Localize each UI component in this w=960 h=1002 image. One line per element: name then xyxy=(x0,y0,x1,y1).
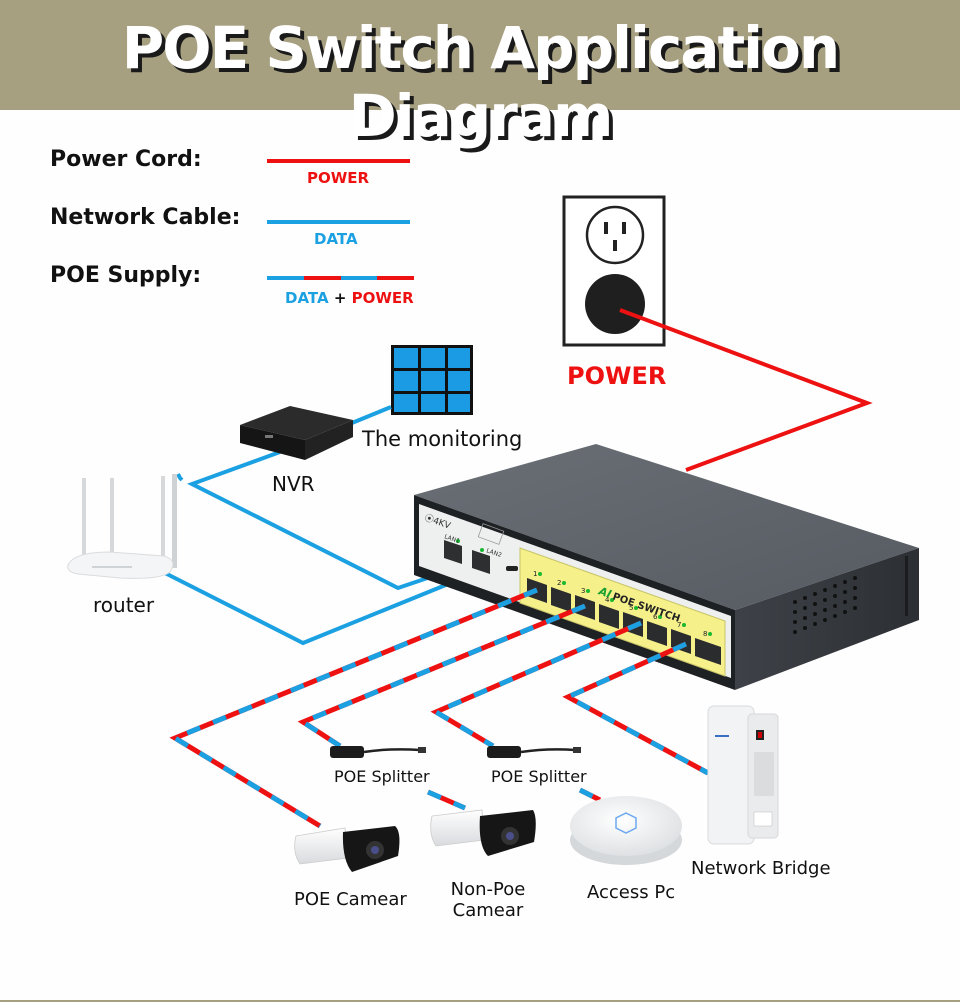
switch-lan2-label: LAN2 xyxy=(485,547,502,559)
access-point-icon xyxy=(570,796,682,865)
non-poe-camera-label-line2: Camear xyxy=(452,900,524,921)
poe-cable-splitter2-ap xyxy=(578,787,602,803)
poe-cable-port1-camera-data xyxy=(169,587,538,829)
monitor-label: The monitoring xyxy=(362,427,523,451)
port-number-6: 6 xyxy=(653,613,658,621)
poe-cable-port5-splitter2-power xyxy=(430,620,642,749)
switch-lan1-label: LAN1 xyxy=(443,533,460,545)
poe-cable-port5-splitter2 xyxy=(430,620,642,749)
switch-panel-prefix: AI xyxy=(596,584,613,601)
legend-poe-label: POE Supply: xyxy=(50,263,202,288)
outlet-power-caption: POWER xyxy=(567,362,667,390)
port-number-1: 1 xyxy=(533,570,537,578)
splitter-1-label: POE Splitter xyxy=(334,767,430,786)
nvr-device-icon xyxy=(240,406,353,460)
poe-cable-splitter1-camera-data xyxy=(427,789,466,811)
bottom-border xyxy=(0,1000,960,1002)
legend-data-caption: DATA xyxy=(314,230,358,248)
poe-camera-label: POE Camear xyxy=(294,889,407,910)
port-number-2: 2 xyxy=(557,579,561,587)
poe-splitter-2-icon xyxy=(487,746,581,758)
poe-cable-port3-splitter1 xyxy=(297,603,586,749)
port-number-7: 7 xyxy=(677,621,681,629)
legend-poe-caption: DATA + POWER xyxy=(285,289,414,307)
data-cable-router-lan2 xyxy=(162,565,491,646)
poe-cable-splitter2-ap-data xyxy=(578,787,602,803)
non-poe-camera-icon xyxy=(430,809,536,856)
splitter-2-label: POE Splitter xyxy=(491,767,587,786)
poe-cable-port1-camera-power xyxy=(169,587,538,829)
legend-power-label: Power Cord: xyxy=(50,147,202,172)
legend-poe-power: POWER xyxy=(351,289,414,307)
router-label: router xyxy=(93,593,155,617)
poe-cable-port1-camera xyxy=(169,587,538,829)
legend-power-caption: POWER xyxy=(307,169,370,187)
data-cable-monitor-nvr xyxy=(346,405,392,427)
title-banner: POE Switch Application Diagram xyxy=(0,0,960,150)
port-number-3: 3 xyxy=(581,587,585,595)
router-device-icon xyxy=(67,474,177,579)
non-poe-camera-label: Non-Poe Camear xyxy=(438,879,538,921)
network-bridge-icon xyxy=(707,705,779,845)
legend-poe-data: DATA xyxy=(285,289,329,307)
poe-cables xyxy=(169,587,710,829)
switch-port-numbers: 1 2 3 4 5 6 7 8 xyxy=(533,570,707,638)
poe-camera-icon xyxy=(294,826,400,872)
nvr-label: NVR xyxy=(272,472,315,496)
legend-data-label: Network Cable: xyxy=(50,205,241,230)
legend-poe-plus: + xyxy=(333,289,347,307)
poe-cable-port7-bridge xyxy=(562,641,710,776)
non-poe-camera-label-line1: Non-Poe xyxy=(450,879,526,900)
poe-cable-port3-splitter1-power xyxy=(297,603,586,749)
poe-cable-splitter1-camera xyxy=(427,789,466,811)
poe-cable-port7-bridge-data xyxy=(562,641,710,776)
monitor-wall-icon xyxy=(391,345,473,415)
port-number-8: 8 xyxy=(703,630,707,638)
network-bridge-label: Network Bridge xyxy=(691,858,831,879)
port-number-4: 4 xyxy=(605,596,610,604)
wall-outlet-icon xyxy=(562,195,666,347)
access-point-label: Access Pc xyxy=(587,882,676,903)
poe-switch-device xyxy=(414,444,919,690)
page-title: POE Switch Application Diagram xyxy=(121,14,840,150)
poe-splitter-1-icon xyxy=(330,746,426,758)
port-number-5: 5 xyxy=(629,604,633,612)
data-cable-router-stub xyxy=(176,473,184,482)
power-cable xyxy=(619,308,873,472)
